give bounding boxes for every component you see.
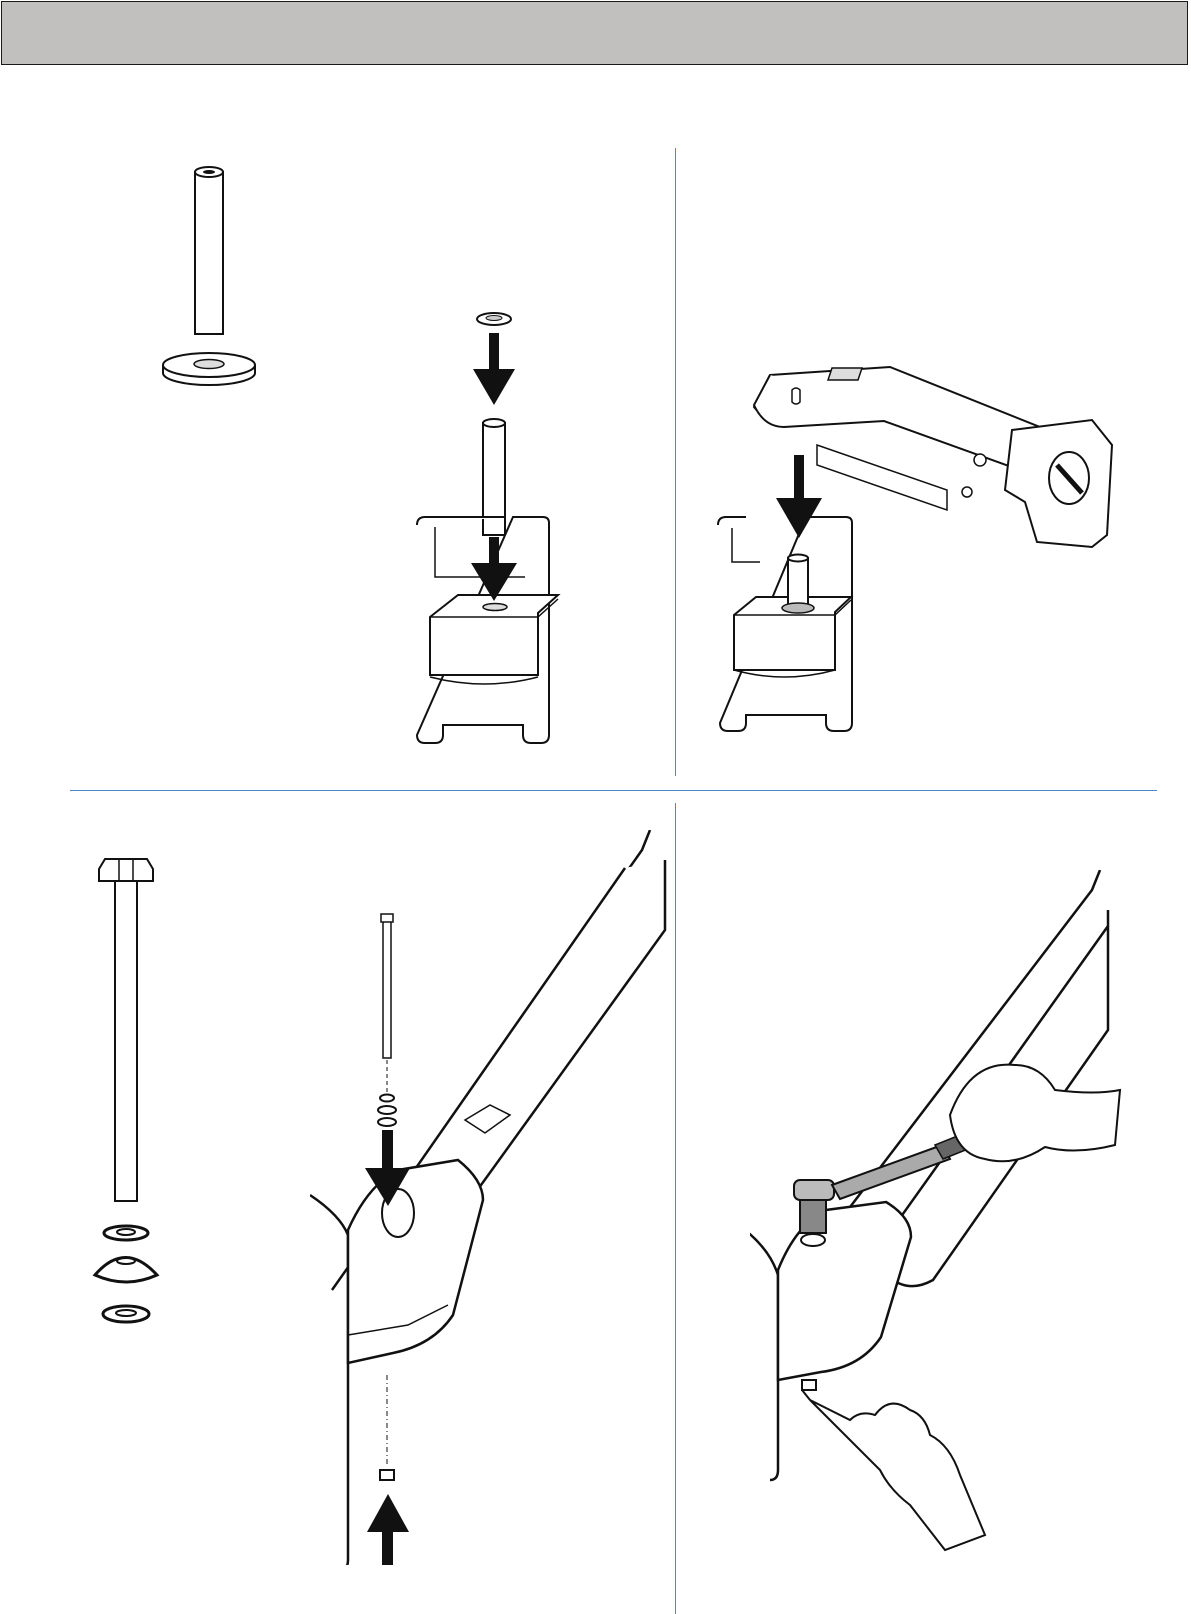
- divider-vertical-top: [675, 148, 676, 776]
- panel-attach-arm: [712, 360, 1142, 750]
- arm-icon: [712, 360, 1142, 750]
- hand-icon: [802, 1390, 985, 1550]
- pole-mount-icon: [310, 830, 670, 1565]
- ratchet-wrench-icon: [750, 870, 1160, 1590]
- panel-insert-bolt: [310, 830, 670, 1565]
- panel-post-parts: [150, 160, 280, 390]
- header-bar: [1, 1, 1188, 65]
- pole-mount-icon: [405, 305, 565, 760]
- down-arrow-icon: [473, 333, 515, 405]
- divider-horizontal: [70, 790, 1157, 791]
- divider-vertical-bottom: [675, 803, 676, 1614]
- nut-icon: [380, 1470, 394, 1480]
- washer-icon: [163, 353, 255, 385]
- bolt-icon: [85, 855, 175, 1325]
- panel-tighten-bolt: [750, 870, 1160, 1590]
- post-icon: [150, 160, 280, 390]
- nut-icon: [802, 1380, 816, 1390]
- panel-insert-post: [405, 305, 565, 760]
- washer-icon: [95, 1226, 157, 1322]
- hand-icon: [950, 1065, 1120, 1162]
- up-arrow-icon: [367, 1494, 409, 1565]
- panel-bolt-parts: [85, 855, 175, 1325]
- washer-icon: [378, 1095, 396, 1127]
